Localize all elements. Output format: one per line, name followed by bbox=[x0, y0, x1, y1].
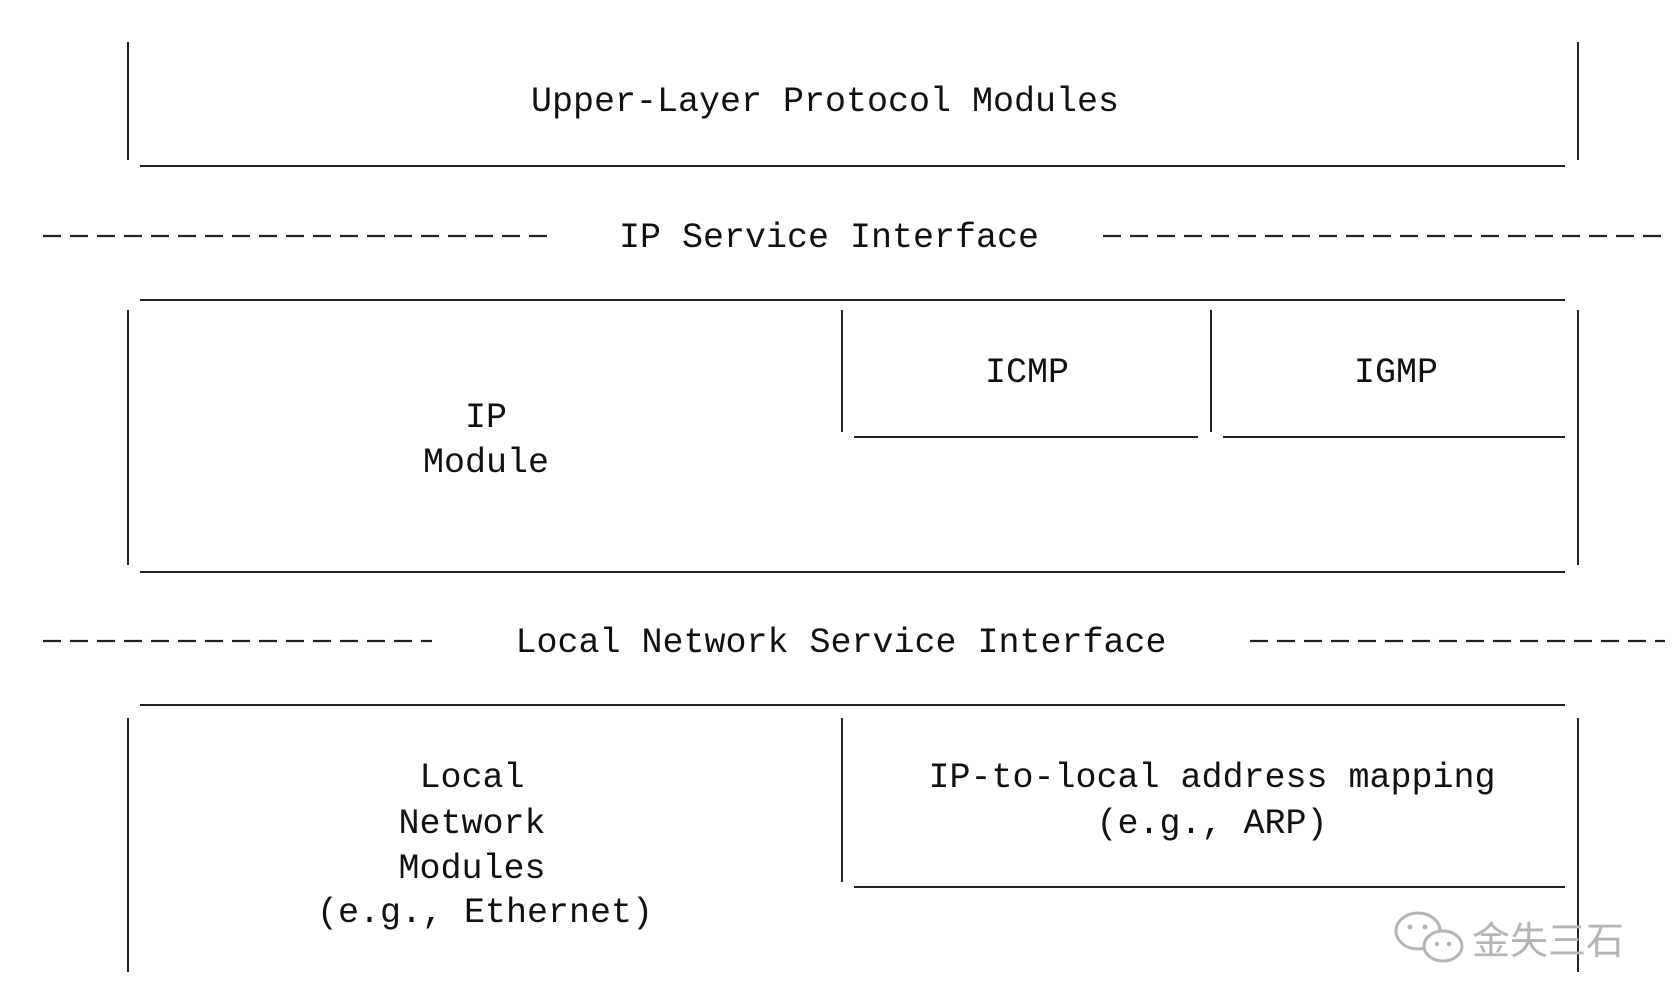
address-mapping-line1: IP-to-local address mapping bbox=[928, 758, 1495, 798]
ip-layer-box: IP Module ICMP IGMP bbox=[127, 299, 1579, 573]
icmp-label: ICMP bbox=[985, 353, 1069, 393]
local-network-modules-line2: Network bbox=[398, 804, 545, 844]
ip-module-label-line1: IP bbox=[465, 398, 507, 438]
ip-service-interface-label: IP Service Interface bbox=[619, 218, 1039, 258]
watermark-text: 金失三石 bbox=[1472, 919, 1624, 963]
address-mapping-line2: (e.g., ARP) bbox=[1096, 804, 1327, 844]
upper-layer-title: Upper-Layer Protocol Modules bbox=[531, 82, 1119, 122]
local-network-layer-box: Local Network Modules (e.g., Ethernet) I… bbox=[127, 704, 1579, 972]
local-network-service-interface-label: Local Network Service Interface bbox=[515, 623, 1166, 663]
local-network-service-interface-divider: Local Network Service Interface bbox=[43, 623, 1665, 663]
upper-layer-box: Upper-Layer Protocol Modules bbox=[127, 42, 1579, 167]
local-network-modules-line3: Modules bbox=[398, 849, 545, 889]
ip-service-interface-divider: IP Service Interface bbox=[43, 218, 1665, 258]
ip-module-label-line2: Module bbox=[423, 443, 549, 483]
igmp-label: IGMP bbox=[1354, 353, 1438, 393]
watermark: 金失三石 bbox=[1394, 911, 1624, 963]
local-network-modules-line4: (e.g., Ethernet) bbox=[317, 893, 653, 933]
local-network-modules-line1: Local bbox=[419, 758, 524, 798]
wechat-icon bbox=[1394, 911, 1464, 963]
